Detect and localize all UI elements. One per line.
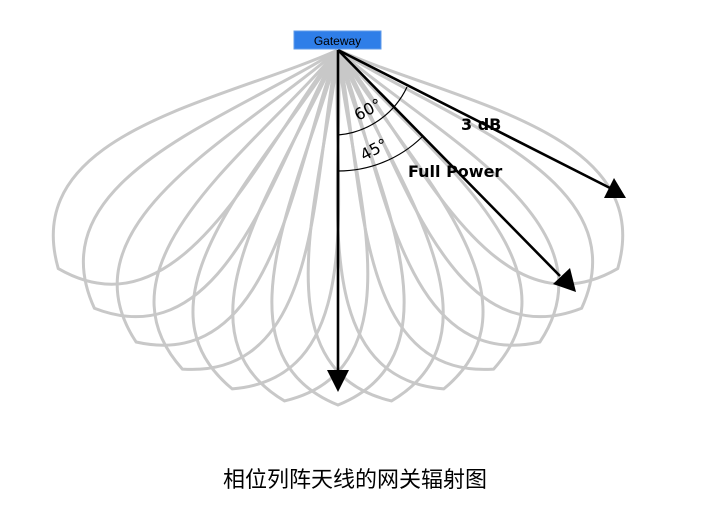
3db-label: 3 dB [461,115,501,134]
full-power-arrowhead [553,268,576,292]
radiation-lobe [51,48,340,286]
full-power-arrow-line [337,49,561,277]
radiation-lobe [152,49,340,371]
main-beam-arrowhead [327,370,349,392]
radiation-lobe [115,48,340,347]
3db-arrowhead [604,178,626,198]
angle-arc-45 [337,136,423,172]
figure-caption: 相位列阵天线的网关辐射图 [222,468,487,493]
gateway-box [293,30,382,50]
gateway-label: Gateway [314,34,361,48]
radiation-lobe [81,48,340,318]
radiation-lobes [51,48,625,407]
angle-arc-60 [337,86,408,136]
angle-45-label: 45° [357,134,391,164]
full-power-label: Full Power [408,162,502,181]
3db-arrow-line [337,48,611,190]
